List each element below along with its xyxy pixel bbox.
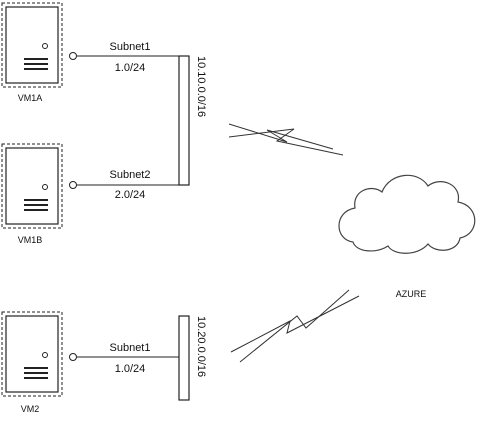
vm1a-label: VM1A <box>18 93 43 103</box>
vm2-server-icon <box>1 311 63 397</box>
vm1a-port <box>69 52 77 60</box>
vm1b-label: VM1B <box>18 235 43 245</box>
network-cidr-10-20: 10.20.0.0/16 <box>195 316 207 377</box>
lightning-bolt-icon <box>228 123 344 156</box>
network-bar-10-10 <box>178 55 190 186</box>
vm2-label: VM2 <box>21 404 40 414</box>
cloud-icon <box>338 174 476 254</box>
network-bar-10-20 <box>178 315 190 401</box>
vm1b-server-icon <box>1 143 63 229</box>
network-cidr-10-10: 10.10.0.0/16 <box>195 56 207 117</box>
vm1a-server-icon <box>1 2 63 88</box>
lightning-bolt-icon <box>230 289 360 363</box>
vm1a-subnet-range: 1.0/24 <box>115 62 146 74</box>
vm1b-subnet-name: Subnet2 <box>110 169 151 181</box>
vm2-subnet-name: Subnet1 <box>110 342 151 354</box>
vm1a-subnet-name: Subnet1 <box>110 41 151 53</box>
vm2-subnet-range: 1.0/24 <box>115 363 146 375</box>
vm1b-port <box>69 181 77 189</box>
cloud-label: AZURE <box>396 289 427 299</box>
vm2-port <box>69 353 77 361</box>
vm1b-subnet-range: 2.0/24 <box>115 189 146 201</box>
